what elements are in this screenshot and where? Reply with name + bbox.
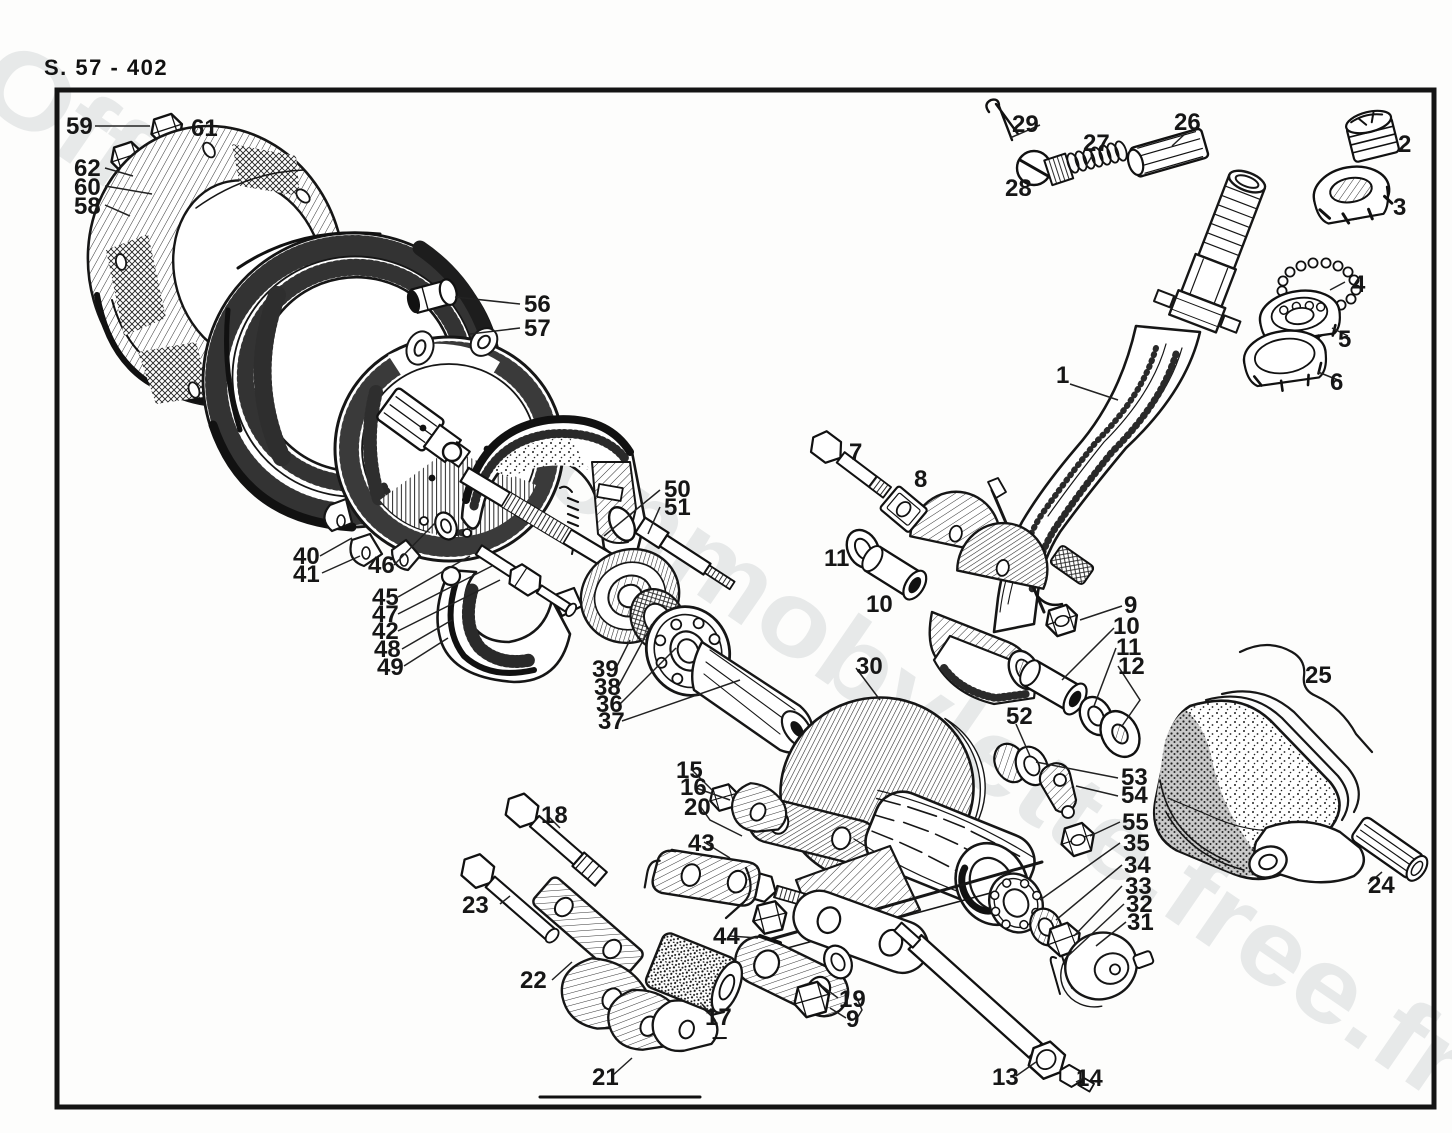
svg-text:47: 47	[372, 601, 399, 628]
svg-text:39: 39	[592, 656, 619, 683]
svg-text:30: 30	[856, 653, 883, 680]
svg-text:54: 54	[1121, 782, 1148, 809]
svg-text:44: 44	[713, 923, 740, 950]
svg-text:53: 53	[1121, 764, 1148, 791]
svg-text:11: 11	[1116, 634, 1141, 661]
svg-text:62: 62	[74, 155, 101, 182]
svg-text:33: 33	[1125, 873, 1152, 900]
svg-text:6: 6	[1330, 369, 1343, 396]
svg-text:1: 1	[1056, 362, 1069, 389]
svg-text:27: 27	[1083, 130, 1110, 157]
svg-text:16: 16	[680, 774, 707, 801]
svg-text:51: 51	[664, 494, 691, 521]
svg-text:52: 52	[1006, 703, 1033, 730]
svg-text:22: 22	[520, 967, 547, 994]
svg-text:55: 55	[1122, 809, 1149, 836]
svg-text:17: 17	[705, 1004, 732, 1031]
svg-text:2: 2	[1398, 131, 1411, 158]
svg-text:60: 60	[74, 174, 101, 201]
svg-text:19: 19	[839, 986, 866, 1013]
svg-text:42: 42	[372, 618, 399, 645]
svg-text:35: 35	[1123, 830, 1150, 857]
svg-text:56: 56	[524, 291, 551, 318]
svg-text:25: 25	[1305, 662, 1332, 689]
svg-text:48: 48	[374, 636, 401, 663]
svg-text:29: 29	[1012, 111, 1039, 138]
svg-text:11: 11	[824, 545, 849, 572]
svg-text:S. 57 - 402: S. 57 - 402	[44, 55, 168, 80]
svg-text:9: 9	[846, 1006, 859, 1033]
svg-text:12: 12	[1118, 653, 1145, 680]
svg-text:41: 41	[293, 561, 320, 588]
svg-text:49: 49	[377, 654, 404, 681]
svg-text:5: 5	[1338, 326, 1351, 353]
svg-text:26: 26	[1174, 109, 1201, 136]
svg-text:3: 3	[1393, 194, 1406, 221]
svg-text:45: 45	[372, 584, 399, 611]
svg-text:34: 34	[1124, 852, 1151, 879]
svg-text:10: 10	[866, 591, 893, 618]
svg-text:18: 18	[541, 802, 568, 829]
svg-text:58: 58	[74, 193, 101, 220]
svg-text:61: 61	[191, 115, 218, 142]
svg-text:10: 10	[1113, 613, 1140, 640]
svg-text:4: 4	[1352, 271, 1366, 298]
svg-text:57: 57	[524, 315, 551, 342]
svg-text:36: 36	[596, 691, 623, 718]
svg-text:38: 38	[594, 674, 621, 701]
svg-text:20: 20	[684, 794, 711, 821]
svg-text:21: 21	[592, 1064, 619, 1091]
svg-text:9: 9	[1124, 592, 1137, 619]
svg-text:32: 32	[1126, 891, 1153, 918]
svg-text:50: 50	[664, 476, 691, 503]
svg-text:13: 13	[992, 1064, 1019, 1091]
svg-text:59: 59	[66, 113, 93, 140]
svg-text:15: 15	[676, 757, 703, 784]
svg-text:23: 23	[462, 892, 489, 919]
svg-text:14: 14	[1076, 1065, 1103, 1092]
svg-text:46: 46	[368, 552, 395, 579]
svg-text:43: 43	[688, 830, 715, 857]
svg-text:40: 40	[293, 543, 320, 570]
svg-text:7: 7	[849, 439, 862, 466]
svg-text:8: 8	[914, 466, 927, 493]
svg-text:28: 28	[1005, 175, 1032, 202]
svg-text:24: 24	[1368, 872, 1395, 899]
svg-text:31: 31	[1127, 909, 1154, 936]
svg-text:37: 37	[598, 708, 625, 735]
